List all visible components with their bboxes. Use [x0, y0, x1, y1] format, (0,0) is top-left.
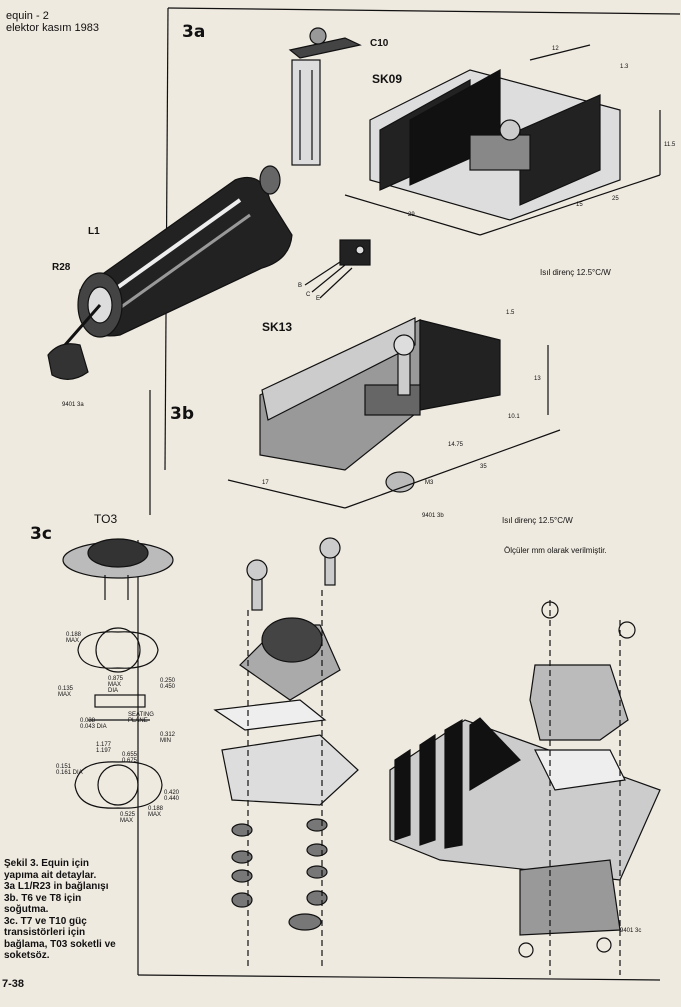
caption-line: 3c. T7 ve T10 güç: [4, 915, 87, 927]
caption-line: soketsöz.: [4, 950, 50, 961]
label-r28: R28: [52, 262, 71, 273]
to3-dim-7: 0.038 0.043 DIA: [80, 718, 107, 730]
figure-label-3b: 3b: [170, 404, 194, 424]
caption-line: 3a L1/R23 in bağlanışı: [4, 881, 109, 892]
to3-dim-3: 0.135 MAX: [58, 686, 74, 698]
label-c10: C10: [370, 38, 389, 49]
to3-dim-9: 0.655 0.675: [122, 752, 138, 764]
l1-coil-drawing: [47, 165, 293, 380]
dim-sk09-25: 25: [612, 196, 619, 202]
to3-dim-12: 0.420 0.440: [164, 790, 180, 802]
ref-3a: 9401 3a: [62, 402, 84, 408]
mounting-hardware-drawing: [213, 537, 359, 970]
dim-sk13-1-5: 1.5: [506, 310, 515, 316]
label-pin-c: C: [306, 292, 311, 298]
caption-line: Şekil 3. Equin için: [4, 858, 90, 869]
dim-sk09-12: 12: [552, 46, 559, 52]
sk13-heatsink-drawing: [227, 317, 561, 509]
dim-sk13-14-75: 14.75: [448, 442, 464, 448]
dim-sk09-1-3: 1.3: [620, 64, 629, 70]
to3-package-drawing: [62, 538, 174, 809]
ref-3c: 9401 3c: [620, 928, 642, 934]
header-line-1: equin - 2: [6, 10, 49, 22]
units-note: Ölçüler mm olarak verilmiştir.: [504, 546, 607, 555]
caption-line: soğutma.: [4, 904, 49, 915]
to3-dim-6: 0.312 MIN: [160, 732, 176, 744]
thermal-note-3b: Isıl direnç 12.5°C/W: [502, 516, 573, 525]
large-heatsink-drawing: [389, 600, 661, 975]
dim-sk09-15: 15: [576, 202, 583, 208]
caption-line: yapıma ait detaylar.: [4, 869, 97, 881]
label-to3: TO3: [94, 512, 118, 526]
to3-dim-1: 0.188 MAX: [66, 632, 82, 644]
thermal-note-3a: Isıl direnç 12.5°C/W: [540, 268, 611, 277]
frame-top: [167, 7, 681, 15]
to3-dim-11: 0.151 0.161 DIA: [56, 764, 83, 776]
c10-capacitor-drawing: [288, 27, 362, 166]
to3-dim-8: 1.177 1.197: [96, 742, 112, 754]
transistor-drawing: [304, 239, 371, 299]
frame-bottom: [137, 974, 661, 981]
to3-dim-5: SEATING PLANE: [128, 712, 154, 724]
ref-3b: 9401 3b: [422, 513, 444, 519]
label-pin-e: E: [316, 296, 321, 302]
label-m3: M3: [425, 480, 434, 486]
label-pin-b: B: [298, 283, 303, 289]
dim-sk13-13: 13: [534, 376, 541, 382]
caption-line: 3b. T6 ve T8 için: [4, 892, 82, 904]
dim-sk09-11-5: 11.5: [664, 142, 676, 148]
label-sk13: SK13: [262, 320, 293, 334]
label-sk09: SK09: [372, 72, 403, 86]
caption-line: bağlama, T03 soketli ve: [4, 938, 116, 950]
to3-dim-13: 0.188 MAX: [148, 806, 164, 818]
page-number: 7-38: [2, 978, 25, 990]
label-l1: L1: [88, 226, 100, 237]
to3-dim-4: 0.250 0.450: [160, 678, 176, 690]
dim-sk13-10-1: 10.1: [508, 414, 520, 420]
dim-sk13-17: 17: [262, 480, 269, 486]
dim-sk09-29: 29: [408, 212, 415, 218]
caption-line: transistörleri için: [4, 927, 86, 938]
sk09-heatsink-drawing: [344, 44, 661, 236]
to3-dim-2: 0.875 MAX DIA: [108, 676, 124, 694]
figure-label-3a: 3a: [182, 22, 206, 42]
page-header: equin - 2 elektor kasım 1983: [6, 10, 99, 34]
to3-dim-10: 0.525 MAX: [120, 812, 136, 824]
header-line-2: elektor kasım 1983: [6, 22, 99, 34]
figure-caption: Şekil 3. Equin için yapıma ait detaylar.…: [4, 858, 144, 962]
dim-sk13-35: 35: [480, 464, 487, 470]
figure-label-3c: 3c: [30, 524, 52, 544]
